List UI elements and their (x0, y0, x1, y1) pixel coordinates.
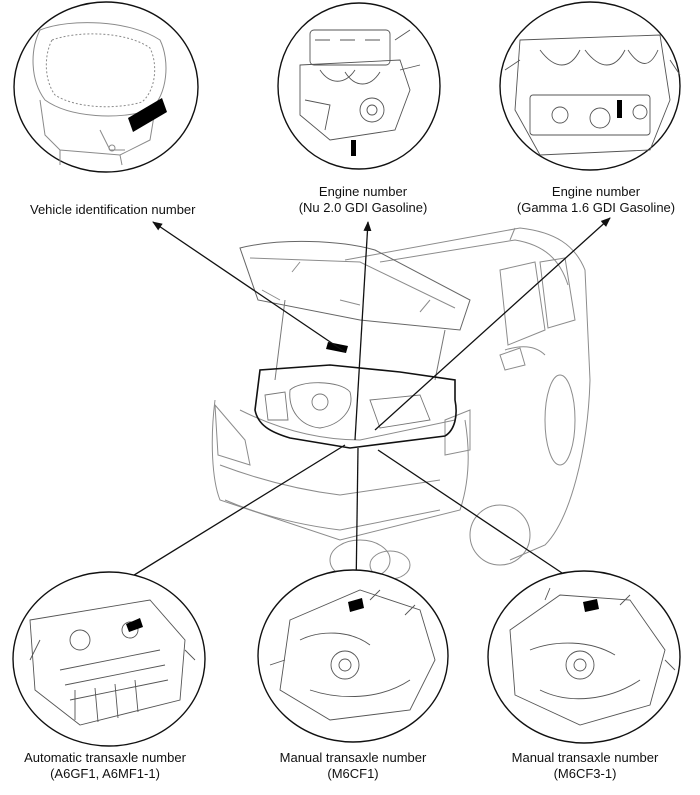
engine-nu-illustration (299, 29, 421, 141)
arrow-auto-transaxle (117, 444, 346, 586)
label-vin-text: Vehicle identification number (30, 202, 196, 217)
label-manual-m6cf1-line1: Manual transaxle number (279, 750, 427, 765)
arrow-manual-m6cf1 (352, 447, 361, 593)
manual-m6cf1-illustration (269, 589, 436, 721)
vin-marker (128, 98, 167, 132)
auto-transaxle-illustration (29, 599, 196, 726)
manual-m6cf3-marker (583, 599, 599, 612)
label-auto-transaxle-line2: (A6GF1, A6MF1-1) (50, 766, 160, 781)
label-manual-m6cf3-line1: Manual transaxle number (511, 750, 659, 765)
engine-bay (254, 364, 457, 449)
label-engine-nu: Engine number (Nu 2.0 GDI Gasoline) (268, 184, 458, 216)
callout-arrows (117, 217, 611, 593)
vin-inset (13, 1, 199, 173)
label-vin: Vehicle identification number (30, 202, 196, 218)
engine-gamma-marker (617, 100, 622, 118)
label-manual-m6cf3: Manual transaxle number (M6CF3-1) (490, 750, 680, 782)
label-engine-nu-line2: (Nu 2.0 GDI Gasoline) (298, 200, 428, 215)
engine-nu-inset (277, 2, 441, 170)
arrow-engine-nu (354, 221, 372, 441)
label-manual-m6cf1: Manual transaxle number (M6CF1) (258, 750, 448, 782)
label-engine-gamma-line1: Engine number (551, 184, 641, 199)
engine-gamma-inset (499, 1, 681, 171)
label-engine-gamma-line2: (Gamma 1.6 GDI Gasoline) (516, 200, 676, 215)
label-engine-nu-line1: Engine number (318, 184, 408, 199)
engine-nu-marker (351, 140, 356, 156)
engine-bay-details (264, 382, 431, 429)
label-auto-transaxle: Automatic transaxle number (A6GF1, A6MF1… (0, 750, 210, 782)
auto-transaxle-inset (12, 571, 206, 747)
label-manual-m6cf1-line2: (M6CF1) (327, 766, 379, 781)
engine-gamma-illustration (504, 34, 681, 156)
label-engine-gamma: Engine number (Gamma 1.6 GDI Gasoline) (498, 184, 694, 216)
manual-m6cf3-illustration (509, 587, 676, 726)
car-illustration (211, 227, 591, 581)
label-manual-m6cf3-line2: (M6CF3-1) (553, 766, 617, 781)
label-auto-transaxle-line1: Automatic transaxle number (24, 750, 186, 765)
arrow-engine-gamma (374, 217, 611, 431)
manual-m6cf1-inset (257, 569, 449, 743)
arrow-vin (152, 221, 346, 353)
manual-m6cf3-inset (487, 570, 681, 744)
manual-m6cf1-marker (348, 598, 364, 612)
auto-transaxle-marker (126, 618, 143, 632)
arrow-manual-m6cf3 (377, 449, 581, 586)
